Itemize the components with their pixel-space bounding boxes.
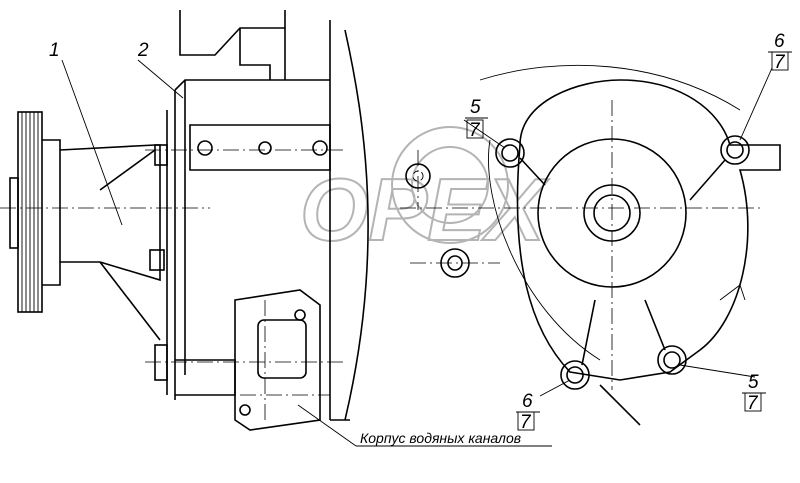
callout-5-lower-box	[744, 392, 762, 412]
callout-5-upper: 5	[470, 97, 481, 118]
callout-1: 1	[49, 40, 60, 61]
pump-housing-side	[0, 10, 369, 431]
callout-5-lower: 5	[748, 372, 759, 393]
pump-front-view	[400, 64, 781, 426]
callout-6-upper: 6	[774, 31, 785, 52]
leader-lines	[61, 59, 773, 447]
callout-2: 2	[137, 40, 149, 61]
callout-5-lower-sub: 7	[747, 393, 759, 414]
callout-6-lower: 6	[522, 391, 533, 412]
pulley	[9, 111, 61, 313]
callout-5-upper-box	[466, 119, 484, 139]
callout-6-lower-box	[517, 411, 535, 431]
callout-5-upper-sub: 7	[469, 120, 481, 141]
callout-6-lower-sub: 7	[520, 412, 532, 433]
water-channel-housing-caption: Корпус водяных каналов	[360, 430, 521, 446]
watermark-gear-icon	[391, 126, 509, 244]
callout-6-upper-sub: 7	[774, 52, 786, 73]
callout-6-upper-box	[771, 51, 789, 71]
watermark-text: OPEX	[300, 160, 550, 259]
watermark-logo: OPEX	[299, 126, 551, 260]
